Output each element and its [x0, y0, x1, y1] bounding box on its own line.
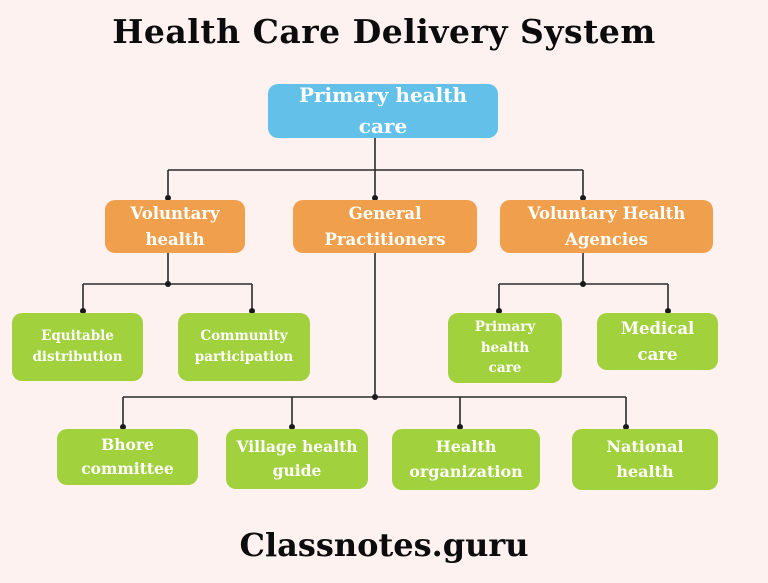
- node-primary-health-care-leaf: Primary health care: [448, 313, 562, 383]
- node-village-health-guide: Village health guide: [226, 429, 368, 489]
- node-general-practitioners: General Practitioners: [293, 200, 477, 253]
- page-title: Health Care Delivery System: [112, 12, 656, 51]
- node-medical-care: Medical care: [597, 313, 718, 370]
- node-voluntary-health: Voluntary health: [105, 200, 245, 253]
- node-primary-health-care-root: Primary health care: [268, 83, 498, 138]
- node-bhore-committee: Bhore committee: [57, 429, 198, 485]
- watermark-text: Classnotes.guru: [239, 526, 529, 564]
- node-community-participation: Community participation: [178, 313, 310, 381]
- node-health-organization: Health organization: [392, 429, 540, 490]
- node-voluntary-health-agencies: Voluntary Health Agencies: [500, 200, 713, 253]
- node-equitable-distribution: Equitable distribution: [12, 313, 143, 381]
- node-national-health: National health: [572, 429, 718, 490]
